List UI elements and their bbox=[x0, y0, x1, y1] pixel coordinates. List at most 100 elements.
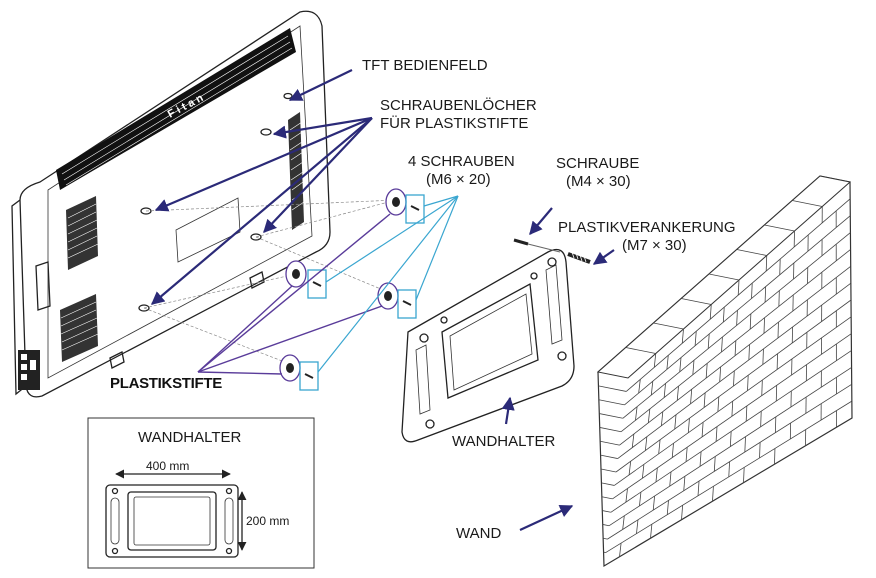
brick-joint bbox=[719, 366, 722, 382]
brick-joint bbox=[709, 304, 712, 320]
brick-joint bbox=[663, 383, 666, 398]
brick-joint bbox=[694, 331, 697, 346]
brick-joint bbox=[699, 451, 702, 467]
brick-end-course bbox=[600, 454, 618, 459]
brick-joint bbox=[728, 461, 730, 477]
io-ports bbox=[18, 350, 40, 390]
brick-joint bbox=[745, 405, 748, 422]
brick-joint bbox=[666, 355, 669, 370]
brick-joint bbox=[631, 433, 635, 448]
brick-joint bbox=[636, 519, 639, 534]
inset-bracket-dimensions: WANDHALTER 400 mm 200 mm bbox=[87, 417, 315, 569]
brick-joint bbox=[644, 436, 648, 451]
brick-joint bbox=[681, 328, 684, 344]
brick-end-course bbox=[602, 524, 610, 527]
inset-width: 400 mm bbox=[146, 459, 189, 473]
label-screw-2: (M4 × 30) bbox=[566, 173, 631, 190]
brick-joint bbox=[639, 492, 642, 506]
brick-joint bbox=[671, 443, 674, 458]
brick-joint bbox=[679, 357, 682, 372]
brick-joint bbox=[765, 255, 768, 272]
brick-top-joint bbox=[681, 298, 712, 305]
brick-joint bbox=[658, 439, 661, 454]
plastic-pins bbox=[279, 188, 407, 382]
monitor-screw-holes bbox=[138, 92, 293, 312]
brick-joint bbox=[744, 436, 746, 453]
brick-joint bbox=[692, 360, 695, 375]
brick-top-joint bbox=[792, 200, 823, 207]
brick-end-course bbox=[601, 482, 615, 486]
brick-joint bbox=[729, 431, 732, 447]
label-anchor-2: (M7 × 30) bbox=[622, 237, 687, 254]
brick-end-course bbox=[603, 537, 608, 540]
brick-end-course bbox=[601, 496, 613, 500]
brick-joint bbox=[655, 467, 658, 483]
brick-top-joint bbox=[736, 249, 767, 256]
brick-joint bbox=[747, 375, 749, 391]
brick-joint bbox=[676, 386, 679, 401]
brick-joint bbox=[717, 396, 720, 412]
brick-joint bbox=[683, 476, 686, 491]
brick-joint bbox=[669, 471, 672, 487]
brick-joint bbox=[715, 426, 718, 442]
label-screws4-1: 4 SCHRAUBEN bbox=[408, 153, 515, 170]
brick-joint bbox=[650, 381, 654, 396]
brick-joint bbox=[748, 344, 750, 360]
brick-joint bbox=[619, 543, 622, 557]
label-bracket: WANDHALTER bbox=[452, 433, 556, 450]
label-plastic-pins: PLASTIKSTIFTE bbox=[110, 375, 222, 392]
brick-joint bbox=[712, 486, 714, 502]
brick-joint bbox=[635, 406, 638, 421]
brick-joint bbox=[749, 313, 752, 330]
brick-course bbox=[620, 249, 851, 433]
brick-joint bbox=[764, 286, 767, 303]
brick-joint bbox=[652, 495, 655, 511]
brick-joint bbox=[731, 401, 734, 417]
brick-joint bbox=[713, 456, 716, 472]
brick-joint bbox=[638, 379, 641, 394]
brick-joint bbox=[722, 307, 725, 323]
brick-joint bbox=[666, 500, 669, 515]
brick-course bbox=[622, 232, 851, 419]
label-screw-1: SCHRAUBE bbox=[556, 155, 639, 172]
side-vent-right bbox=[288, 112, 305, 230]
brick-joint bbox=[705, 363, 708, 379]
brick-joint bbox=[737, 279, 740, 296]
brick-joint bbox=[703, 392, 706, 408]
brick-joint bbox=[674, 414, 677, 430]
brick-end-course bbox=[600, 440, 620, 446]
brick-joint bbox=[736, 310, 738, 326]
label-holes-1: SCHRAUBENLÖCHER bbox=[380, 96, 537, 114]
brick-end-course bbox=[600, 468, 617, 473]
m6-screws bbox=[299, 194, 425, 391]
side-vent-left bbox=[60, 196, 99, 362]
brick-joint bbox=[760, 411, 762, 427]
brick-joint bbox=[687, 418, 690, 433]
brick-wall bbox=[596, 175, 853, 568]
label-tft-panel: TFT BEDIENFELD bbox=[362, 57, 488, 74]
brick-joint bbox=[642, 464, 645, 479]
label-holes-2: FÜR PLASTIKSTIFTE bbox=[380, 114, 528, 132]
label-anchor-1: PLASTIKVERANKERUNG bbox=[558, 219, 736, 236]
brick-joint bbox=[701, 422, 704, 437]
brick-joint bbox=[625, 488, 628, 503]
brick-joint bbox=[647, 408, 651, 423]
callout-arrows bbox=[150, 69, 615, 531]
brick-joint bbox=[734, 340, 737, 356]
brick-joint bbox=[661, 411, 664, 426]
brick-end-course bbox=[599, 413, 623, 419]
brick-joint bbox=[733, 370, 735, 387]
brick-joint bbox=[759, 442, 761, 458]
brick-joint bbox=[622, 515, 625, 530]
brick-end-course bbox=[598, 399, 625, 406]
label-wall: WAND bbox=[456, 525, 501, 542]
brick-joint bbox=[763, 317, 765, 334]
brick-top-joint bbox=[625, 347, 656, 354]
brick-joint bbox=[690, 389, 693, 404]
brick-end-course bbox=[599, 427, 622, 433]
brick-joint bbox=[697, 481, 700, 496]
brick-joint bbox=[743, 467, 745, 483]
brick-joint bbox=[685, 447, 688, 462]
brick-joint bbox=[762, 348, 764, 365]
